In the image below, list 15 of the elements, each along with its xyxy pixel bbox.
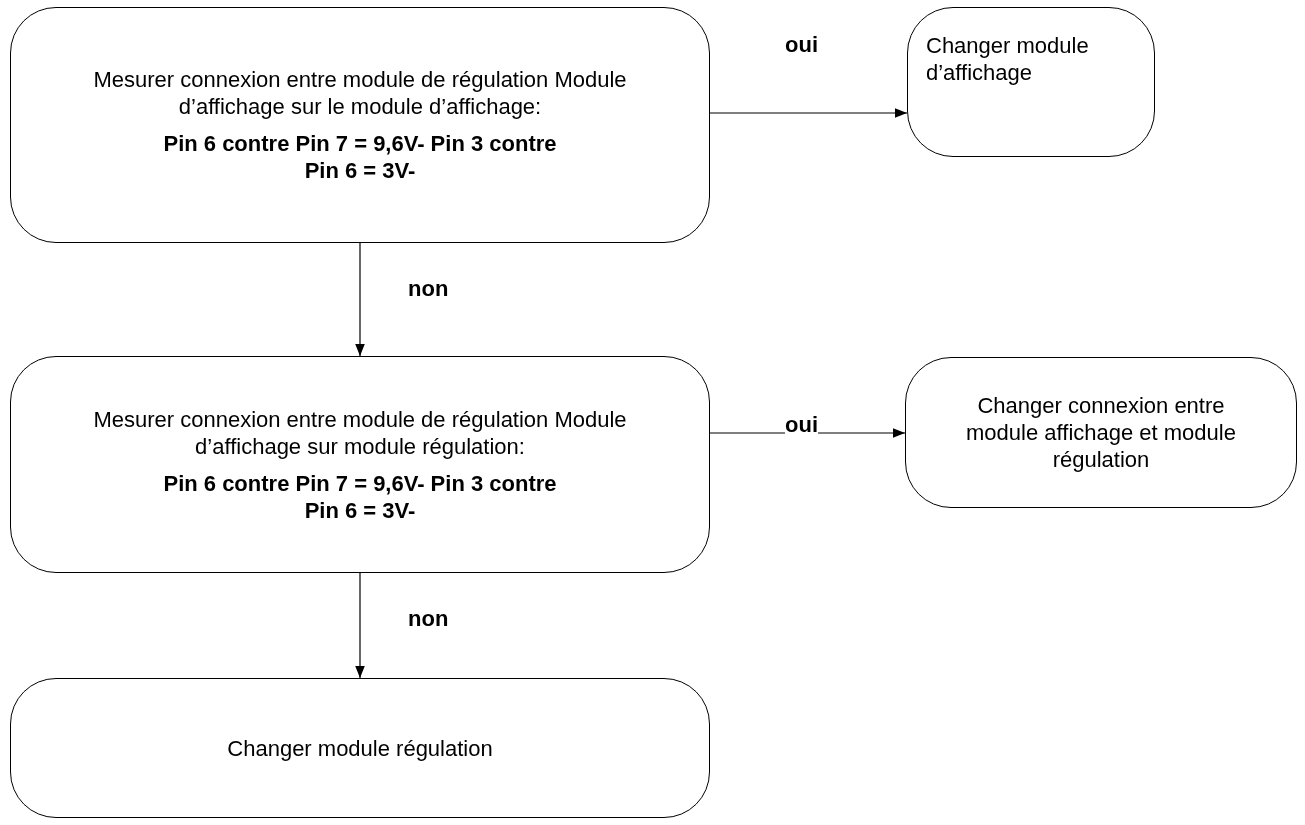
arrow xyxy=(709,108,908,118)
step-text: Mesurer connexion entre module de régulation Module d’affichage sur le module d’affichage: xyxy=(92,66,628,120)
process-box xyxy=(905,357,1297,508)
step-text: Changer module régulation xyxy=(227,734,493,762)
measurement-text: Pin 6 contre Pin 7 = 9,6V- Pin 3 contre Pin 6 = 3V- xyxy=(162,469,558,524)
step-text: Mesurer connexion entre module de régulation Module d’affichage sur module régulation: xyxy=(92,405,628,460)
process-box xyxy=(10,678,710,818)
arrow xyxy=(355,242,365,357)
process-box xyxy=(10,356,710,573)
step-text: Changer connexion entre module affichage et module régulation xyxy=(965,392,1237,473)
process-box xyxy=(10,7,710,243)
measurement-text: Pin 6 contre Pin 7 = 9,6V- Pin 3 contre Pin 6 = 3V- xyxy=(162,130,558,184)
step-text: Changer module d’affichage xyxy=(926,32,1090,86)
process-box xyxy=(907,7,1155,157)
arrow xyxy=(355,572,365,679)
